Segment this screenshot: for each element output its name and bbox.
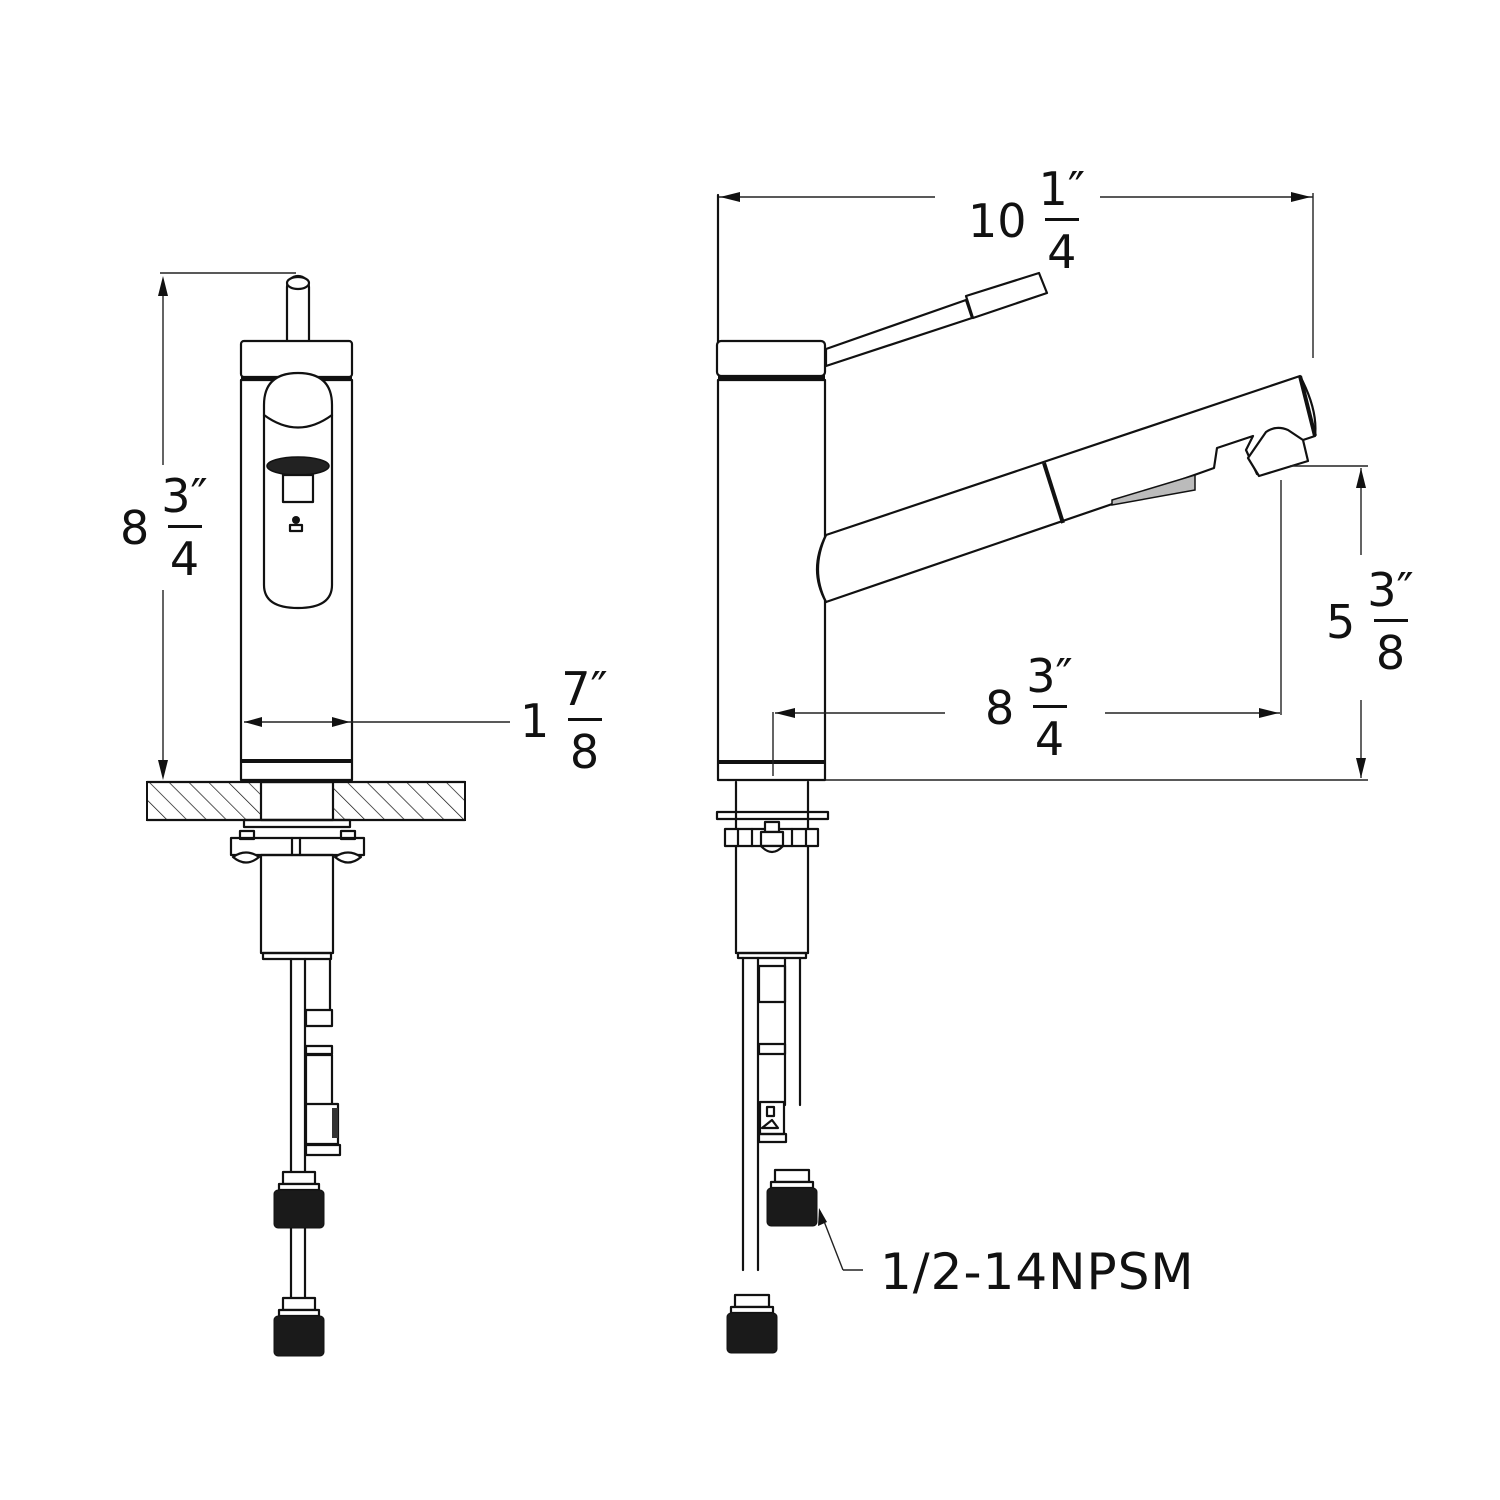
supply-lines-front (273, 957, 342, 1357)
dim-whole: 10 (968, 193, 1027, 248)
side-view (715, 192, 1368, 1354)
countertop-section (145, 780, 467, 822)
label-supply-thread: 1/2-14NPSM (880, 1243, 1195, 1301)
pull-out-spout-side (816, 374, 1317, 604)
dim-fraction: 7″ 8 (561, 662, 608, 779)
dimension-overall-height (158, 272, 296, 780)
dim-fraction: 1″ 4 (1038, 162, 1085, 279)
front-view (145, 272, 510, 1357)
dim-whole: 8 (985, 680, 1015, 735)
supply-lines-side (726, 956, 818, 1354)
mounting-hardware-front (229, 818, 366, 961)
dimension-spout-height (826, 465, 1368, 781)
dimension-spout-reach (772, 480, 1282, 776)
mounting-hardware-side (715, 780, 830, 960)
dim-fraction: 3″ 8 (1367, 563, 1414, 680)
top-cap (239, 339, 354, 379)
top-cap-side (715, 339, 827, 378)
dimension-base-diameter (244, 717, 510, 727)
label-spout-reach: 8 3″ 4 (985, 653, 1073, 762)
spray-head-front (262, 371, 334, 610)
dim-whole: 5 (1326, 594, 1356, 649)
dim-whole: 8 (120, 500, 150, 555)
dimension-overall-reach (716, 192, 1314, 358)
label-spout-height: 5 3″ 8 (1326, 567, 1414, 676)
dim-fraction: 3″ 4 (1026, 649, 1073, 766)
dim-fraction: 3″ 4 (161, 469, 208, 586)
label-overall-reach: 10 1″ 4 (968, 166, 1085, 275)
label-overall-height: 8 3″ 4 (120, 473, 208, 582)
label-base-diameter: 1 7″ 8 (520, 666, 608, 775)
dim-whole: 1 (520, 693, 550, 748)
thread-callout-leader (818, 1208, 863, 1271)
faucet-body-side (716, 378, 827, 782)
handle-lever-side (824, 271, 1049, 368)
